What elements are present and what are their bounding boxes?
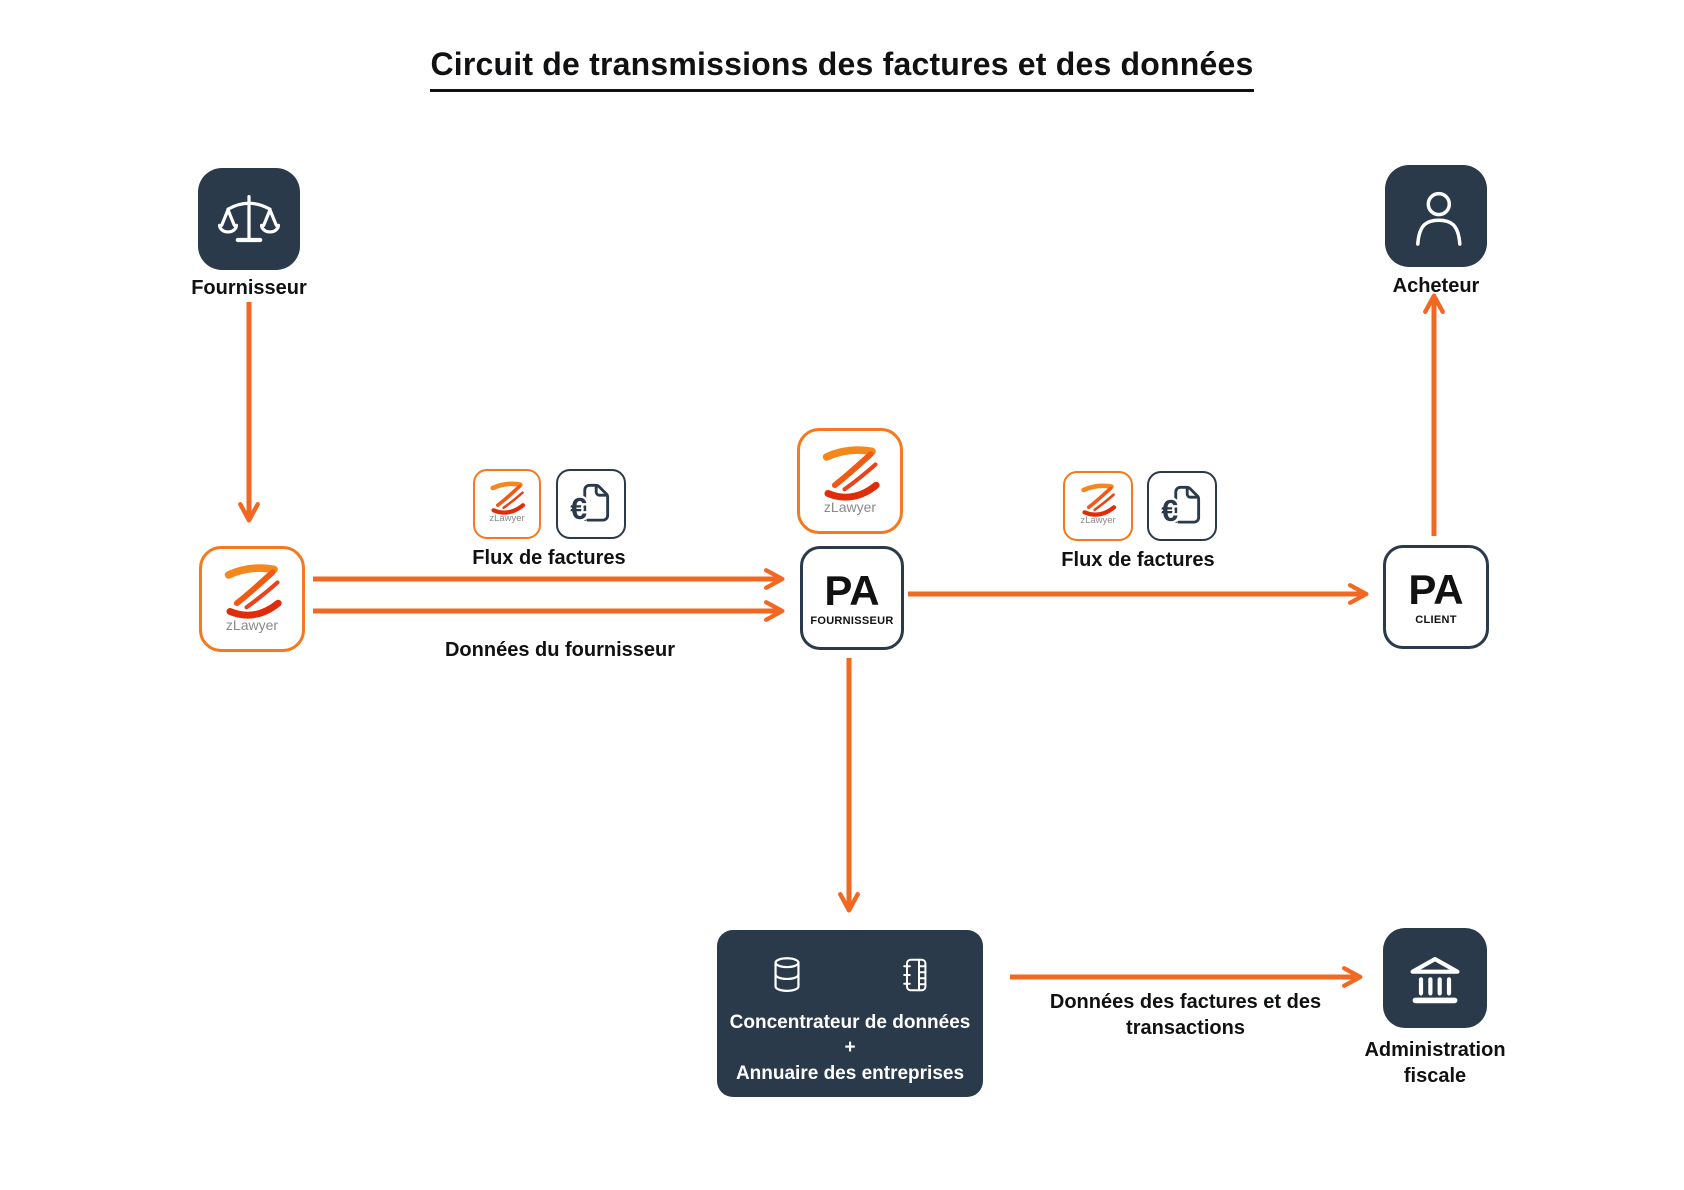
page-title-wrap: Circuit de transmissions des factures et… <box>0 46 1684 92</box>
fournisseur-label: Fournisseur <box>191 277 307 299</box>
zlawyer-mid-caption: zLawyer <box>823 499 877 515</box>
zlawyer-logo <box>1081 483 1117 517</box>
zlawyer-logo <box>224 564 282 619</box>
donnees-factures-transactions-label: Données des factures et des transactions <box>1049 991 1322 1039</box>
acheteur-label: Acheteur <box>1392 275 1480 297</box>
database-icon <box>774 957 800 992</box>
flux-factures-left-label: Flux de factures <box>472 547 626 569</box>
zlawyer-mini-caption: zLawyer <box>1080 515 1116 526</box>
directory-icon <box>903 958 927 992</box>
zlawyer-logo <box>822 446 880 501</box>
node-zlawyer-mid: zLawyer <box>797 428 903 534</box>
flux-factures-right-label: Flux de factures <box>1061 549 1215 571</box>
concentrateur-line1: Concentrateur de données <box>729 1012 971 1033</box>
scales-icon <box>217 194 281 243</box>
euro-document-icon: € <box>1159 485 1201 530</box>
zlawyer-mini-icon: zLawyer <box>473 469 541 539</box>
zlawyer-left-caption: zLawyer <box>225 617 279 633</box>
svg-text:€: € <box>1161 495 1178 528</box>
node-acheteur <box>1385 165 1487 267</box>
pa-fournisseur-abbr: PA <box>824 566 880 614</box>
concentrateur-text: Concentrateur de données + Annuaire des … <box>730 1010 971 1086</box>
pa-client-abbr: PA <box>1408 565 1464 613</box>
euro-invoice-icon: € <box>556 469 626 539</box>
concentrateur-line2: + <box>844 1037 856 1059</box>
person-icon <box>1416 191 1462 246</box>
node-pa-client: PA CLIENT <box>1383 545 1489 649</box>
zlawyer-logo <box>490 481 526 515</box>
zlawyer-mini-caption: zLawyer <box>489 513 525 524</box>
node-concentrateur: Concentrateur de données + Annuaire des … <box>717 930 983 1097</box>
administration-fiscale-label: Administration fiscale <box>1364 1039 1506 1087</box>
pa-client-subtitle: CLIENT <box>1415 613 1457 626</box>
concentrateur-icons <box>717 930 983 998</box>
euro-invoice-icon: € <box>1147 471 1217 541</box>
donnees-fournisseur-label: Données du fournisseur <box>444 639 676 661</box>
euro-document-icon: € <box>568 483 610 528</box>
node-fournisseur <box>198 168 300 270</box>
node-administration-fiscale <box>1383 928 1487 1028</box>
concentrateur-line3: Annuaire des entreprises <box>735 1062 965 1084</box>
pa-fournisseur-subtitle: FOURNISSEUR <box>810 614 894 627</box>
svg-text:€: € <box>570 493 587 526</box>
node-zlawyer-left: zLawyer <box>199 546 305 652</box>
node-pa-fournisseur: PA FOURNISSEUR <box>800 546 904 650</box>
bank-icon <box>1410 957 1460 1004</box>
page-title: Circuit de transmissions des factures et… <box>430 46 1254 92</box>
zlawyer-mini-icon: zLawyer <box>1063 471 1133 541</box>
